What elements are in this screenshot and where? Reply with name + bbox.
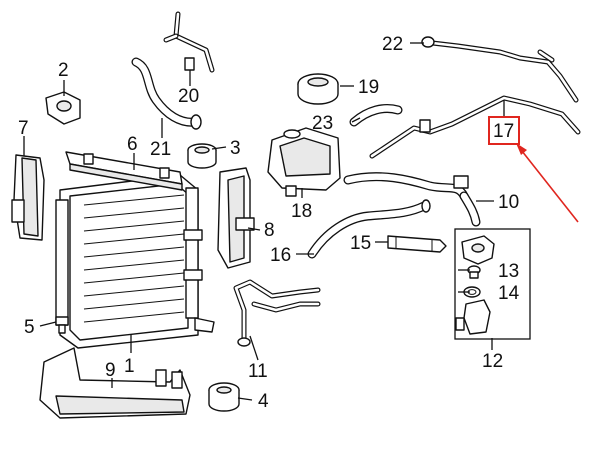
callout-6: 6 bbox=[127, 134, 138, 155]
radiator-part bbox=[55, 174, 215, 349]
callout-18: 18 bbox=[291, 201, 312, 222]
callout-15: 15 bbox=[350, 233, 371, 254]
bypass-pipe-part bbox=[421, 36, 579, 103]
callout-3: 3 bbox=[230, 138, 241, 159]
left-air-deflector-part bbox=[11, 154, 45, 241]
thermostat-outlet-part bbox=[463, 299, 491, 335]
hose-bracket-part bbox=[163, 11, 215, 73]
callout-4: 4 bbox=[258, 391, 269, 412]
callout-19: 19 bbox=[358, 77, 379, 98]
highlight-marker bbox=[488, 116, 579, 223]
highlight-arrow-line bbox=[517, 145, 579, 223]
callout-7: 7 bbox=[18, 118, 29, 139]
callout-21: 21 bbox=[150, 139, 171, 160]
thermostat-part bbox=[467, 265, 481, 279]
lower-hose-outlet-part bbox=[343, 172, 481, 227]
callout-1: 1 bbox=[124, 356, 135, 377]
highlight-box bbox=[488, 116, 520, 145]
overflow-hose-part bbox=[349, 104, 403, 127]
upper-insulator-part bbox=[187, 143, 217, 169]
callout-20: 20 bbox=[178, 86, 199, 107]
callout-16: 16 bbox=[270, 245, 291, 266]
lower-hose-part bbox=[387, 235, 447, 253]
callout-11: 11 bbox=[248, 361, 268, 382]
callout-labels: 1 2 3 4 5 6 7 8 9 10 11 12 13 14 15 16 1… bbox=[18, 34, 520, 412]
coolant-tube-part bbox=[233, 279, 321, 347]
lower-insulator-part bbox=[208, 382, 240, 412]
heater-hose-part bbox=[307, 199, 431, 259]
callout-14: 14 bbox=[498, 283, 520, 304]
callout-22: 22 bbox=[382, 34, 403, 55]
callout-10: 10 bbox=[498, 192, 519, 213]
highlight-arrow-head bbox=[516, 143, 527, 155]
upper-support-bracket-part bbox=[65, 151, 183, 191]
leader-lines bbox=[23, 42, 505, 401]
callout-23: 23 bbox=[312, 113, 333, 134]
pressure-cap-part bbox=[297, 73, 339, 105]
callout-9: 9 bbox=[105, 360, 116, 381]
callout-13: 13 bbox=[498, 261, 519, 282]
bolt-part bbox=[55, 316, 69, 334]
upper-radiator-hose-part bbox=[131, 57, 202, 130]
lower-air-deflector-part bbox=[39, 347, 191, 419]
coolant-reservoir-part bbox=[267, 127, 341, 197]
heater-pipe-part bbox=[369, 95, 581, 159]
callout-12: 12 bbox=[482, 351, 503, 372]
callout-17: 17 bbox=[493, 121, 514, 142]
callout-5: 5 bbox=[24, 317, 35, 338]
mount-bracket-part bbox=[45, 91, 81, 125]
right-air-deflector-part bbox=[217, 167, 255, 269]
thermostat-assembly-group bbox=[454, 228, 531, 340]
callout-2: 2 bbox=[58, 60, 69, 81]
callout-8: 8 bbox=[264, 220, 275, 241]
